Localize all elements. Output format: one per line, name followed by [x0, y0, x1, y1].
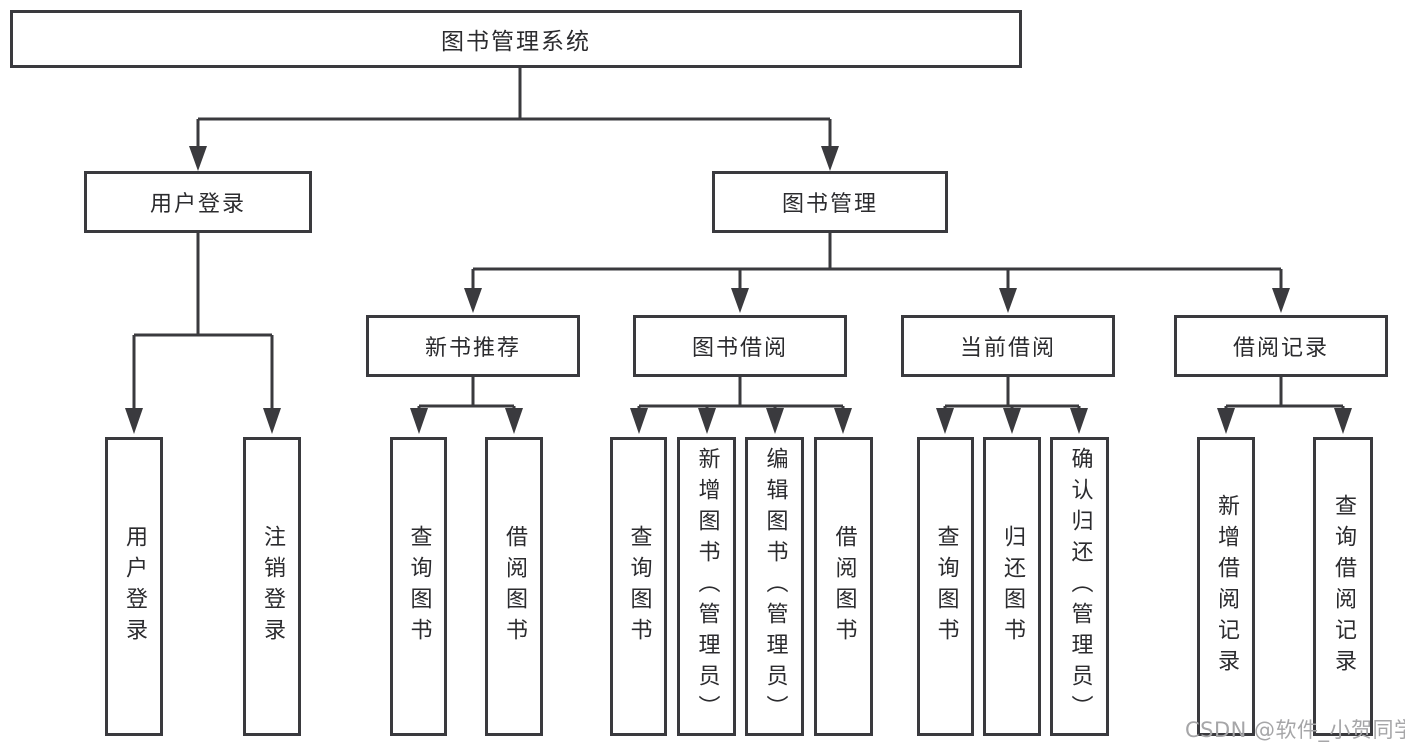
- leaf-add-book-admin: 新增图书（管理员）: [677, 437, 736, 736]
- leaf-borrow-books-recommend: 借阅图书: [485, 437, 543, 736]
- leaf-return-book: 归还图书: [983, 437, 1041, 736]
- leaf-label: 借阅图书: [831, 524, 857, 649]
- leaf-label: 新增借阅记录: [1214, 493, 1239, 680]
- leaf-add-borrow-record: 新增借阅记录: [1197, 437, 1255, 736]
- leaf-user-login: 用户登录: [105, 437, 163, 736]
- leaf-label: 注销登录: [260, 524, 285, 649]
- node-label: 用户登录: [149, 192, 246, 217]
- leaf-query-books-current: 查询图书: [917, 437, 974, 736]
- leaf-label: 编辑图书（管理员）: [762, 447, 788, 726]
- node-root-library-management-system: 图书管理系统: [10, 10, 1022, 68]
- node-book-management: 图书管理: [712, 171, 948, 233]
- csdn-watermark: CSDN @软件_小贺同学: [1185, 718, 1405, 742]
- leaf-logout: 注销登录: [243, 437, 301, 736]
- leaf-label: 查询图书: [933, 524, 959, 649]
- node-label: 图书管理: [781, 192, 878, 217]
- node-user-login: 用户登录: [84, 171, 312, 233]
- leaf-edit-book-admin: 编辑图书（管理员）: [745, 437, 804, 736]
- leaf-query-books-borrow: 查询图书: [610, 437, 667, 736]
- leaf-label: 确认归还（管理员）: [1067, 447, 1093, 726]
- node-new-book-recommend: 新书推荐: [366, 315, 580, 377]
- leaf-query-books-recommend: 查询图书: [390, 437, 447, 736]
- node-book-borrow: 图书借阅: [633, 315, 847, 377]
- leaf-borrow-books: 借阅图书: [814, 437, 873, 736]
- leaf-label: 归还图书: [1000, 524, 1025, 649]
- leaf-label: 查询图书: [406, 524, 432, 649]
- node-label: 借阅记录: [1232, 336, 1329, 361]
- leaf-label: 新增图书（管理员）: [694, 447, 720, 726]
- leaf-confirm-return-admin: 确认归还（管理员）: [1050, 437, 1109, 736]
- node-current-borrow: 当前借阅: [901, 315, 1115, 377]
- node-borrow-records: 借阅记录: [1174, 315, 1388, 377]
- node-label: 图书借阅: [691, 336, 788, 361]
- node-label: 图书管理系统: [441, 29, 591, 55]
- leaf-query-borrow-record: 查询借阅记录: [1313, 437, 1373, 736]
- leaf-label: 用户登录: [122, 524, 147, 649]
- node-label: 当前借阅: [959, 336, 1056, 361]
- leaf-label: 借阅图书: [502, 524, 527, 649]
- leaf-label: 查询借阅记录: [1331, 493, 1356, 680]
- node-label: 新书推荐: [424, 336, 521, 361]
- leaf-label: 查询图书: [626, 524, 652, 649]
